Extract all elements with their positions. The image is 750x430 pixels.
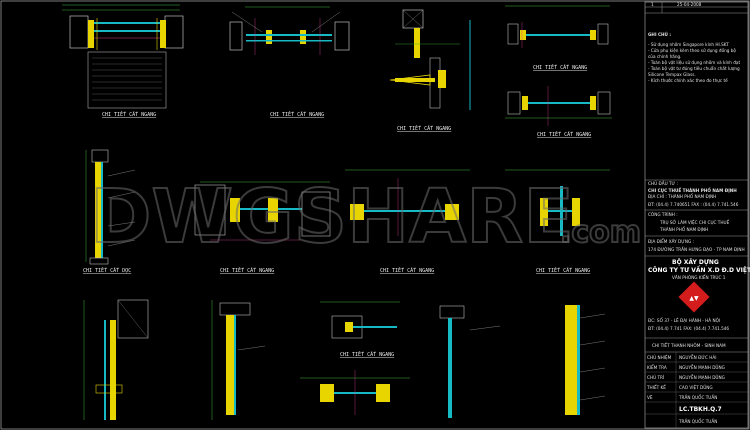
notes-title: GHI CHÚ : <box>648 32 671 37</box>
role-5: VẼ <box>647 395 653 400</box>
detail-7-horizontal-section <box>194 181 331 241</box>
section-label-8: CHI TIẾT CẮT NGANG <box>380 266 434 274</box>
note-line-3: của chính hãng. <box>648 54 681 59</box>
section-label-5: CHI TIẾT CẮT NGANG <box>537 130 591 138</box>
ministry-name: BỘ XÂY DỰNG <box>672 259 719 266</box>
detail-1-window-section <box>62 4 184 109</box>
role-4: THIẾT KẾ <box>646 384 666 390</box>
title-block: 1 25-04-2008 GHI CHÚ : - Sử dụng nhôm Si… <box>644 1 750 429</box>
name-3: NGUYỄN MẠNH DŨNG <box>679 375 725 380</box>
section-label-7: CHI TIẾT CẮT NGANG <box>220 266 274 274</box>
address-line-2: ĐT: (04.4) 7.741 FAX: (04.4) 7.741.546 <box>648 326 729 331</box>
section-label-9: CHI TIẾT CẮT NGANG <box>536 266 590 274</box>
sheet-code: LC.TBKH.Q.7 <box>679 406 722 413</box>
detail-2-window-section <box>229 6 350 55</box>
note-line-4: - Toàn bộ vật liệu sử dụng nhôm và kính … <box>648 60 740 65</box>
note-line-1: - Sử dụng nhôm Singapore kính HI.SKT <box>648 42 729 47</box>
detail-5-window-section <box>505 86 612 126</box>
watermark-text: DWGSHARE <box>90 174 574 260</box>
detail-13-horizontal-section <box>300 370 410 415</box>
revision-date: 25-04-2008 <box>677 2 702 7</box>
detail-11-vertical-section <box>211 300 266 420</box>
project-label: CÔNG TRÌNH : <box>648 212 678 217</box>
owner-line-1: CHI CỤC THUẾ THÀNH PHỐ NAM ĐỊNH <box>648 187 737 193</box>
watermark-suffix: .com <box>560 215 641 250</box>
section-label-1: CHI TIẾT CẮT NGANG <box>102 110 156 118</box>
location-label: ĐỊA ĐIỂM XÂY DỰNG : <box>648 239 694 244</box>
detail-15-vertical-section <box>565 305 606 415</box>
role-2: KIỂM TRA <box>647 365 667 370</box>
detail-12-horizontal-section <box>320 301 400 339</box>
owner-line-2: ĐỊA CHỈ : THÀNH PHỐ NAM ĐỊNH <box>648 194 716 199</box>
note-line-2: - Cửa phụ kiện kèm theo sử dụng đồng bộ <box>648 48 736 53</box>
location-line: 174 ĐƯỜNG TRẦN HƯNG ĐẠO - TP NAM ĐỊNH <box>648 247 745 252</box>
note-line-7: - Kích thước chính xác theo đo thực tế <box>648 78 728 83</box>
section-label-3: CHI TIẾT CẮT NGANG <box>397 124 451 132</box>
office-name: VĂN PHÒNG KIẾN TRÚC 1 <box>672 274 726 280</box>
note-line-6: Silicone Tempax Glass. <box>648 72 696 77</box>
section-label-4: CHI TIẾT CẮT NGANG <box>533 63 587 71</box>
drawing-title: CHI TIẾT THANH NHÔM - SINH NAM <box>652 342 726 348</box>
name-1: NGUYỄN ĐỨC HẢI <box>679 355 716 360</box>
detail-6-vertical-section <box>85 149 136 265</box>
name-4: CAO VIỆT DŨNG <box>679 385 713 390</box>
section-label-6: CHI TIẾT CẮT DỌC <box>83 266 131 274</box>
checked-by: TRẦN QUỐC TUẤN <box>678 419 717 424</box>
section-label-2: CHI TIẾT CẮT NGANG <box>270 110 324 118</box>
detail-3-vertical-profile <box>389 9 471 110</box>
project-line-2: THÀNH PHỐ NAM ĐỊNH <box>659 227 708 232</box>
detail-14-vertical-section <box>439 305 501 418</box>
company-name: CÔNG TY TƯ VẤN X.D Đ.D VIỆT NAM <box>648 266 750 274</box>
project-line-1: TRỤ SỞ LÀM VIỆC CHI CỤC THUẾ <box>659 219 730 225</box>
section-label-10: CHI TIẾT CẮT NGANG <box>340 350 394 358</box>
detail-8-horizontal-section <box>345 169 470 236</box>
role-1: CHỦ NHIỆM <box>647 355 672 360</box>
role-3: CHỦ TRÌ <box>647 375 664 380</box>
logo-mark: ▲▼ <box>689 295 699 302</box>
detail-9-horizontal-section <box>505 169 610 236</box>
detail-10-vertical-section <box>83 299 149 420</box>
revision-number: 1 <box>651 2 654 7</box>
name-2: NGUYỄN MẠNH DŨNG <box>679 365 725 370</box>
address-line-1: ĐC: SỐ 37 - LÊ ĐẠI HÀNH - HÀ NỘI <box>648 318 720 323</box>
owner-label: CHỦ ĐẦU TƯ : <box>648 181 678 186</box>
owner-line-3: ĐT: (04.4) 7.740651 FAX : (04.4) 7.741.5… <box>648 202 739 207</box>
detail-4-window-section <box>505 5 610 48</box>
name-5: TRẦN QUỐC TUẤN <box>678 395 717 400</box>
note-line-5: - Toàn bộ vật tư đúng tiêu chuẩn chất lư… <box>648 66 740 71</box>
company-logo-icon <box>678 281 710 313</box>
